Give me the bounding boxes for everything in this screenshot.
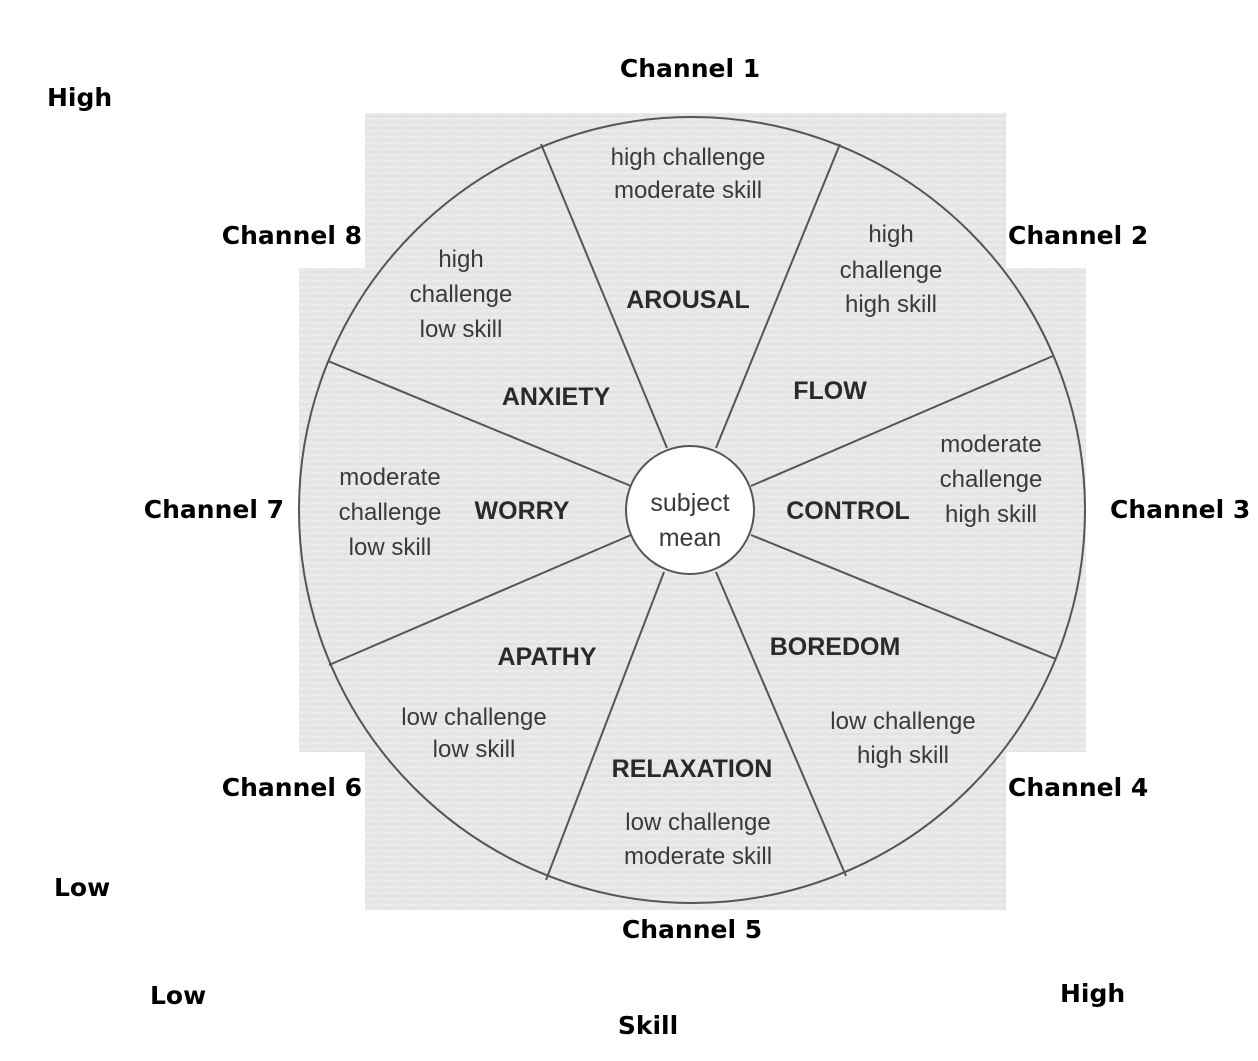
channel-4-label: Channel 4 [1008, 773, 1148, 802]
channel-3-label: Channel 3 [1110, 495, 1250, 524]
x-axis-low-label: Low [150, 981, 206, 1010]
state-relaxation: RELAXATION [612, 755, 773, 783]
state-worry: WORRY [475, 497, 570, 525]
desc-channel-7-line3: low skill [349, 534, 432, 561]
desc-channel-2-line3: high skill [845, 291, 937, 318]
y-axis-low-label: Low [54, 873, 110, 902]
desc-channel-3-line2: challenge [940, 466, 1043, 493]
desc-channel-5-line2: moderate skill [624, 843, 772, 870]
desc-channel-8-line2: challenge [410, 281, 513, 308]
sector-dividers [327, 143, 1057, 881]
desc-channel-5-line1: low challenge [625, 809, 770, 836]
desc-channel-3-line3: high skill [945, 501, 1037, 528]
sector-divider-5 [715, 571, 847, 877]
center-label-line2: mean [659, 524, 722, 552]
x-axis-high-label: High [1060, 979, 1125, 1008]
center-circle [625, 445, 755, 575]
state-anxiety: ANXIETY [502, 383, 611, 411]
desc-channel-4-line2: high skill [857, 742, 949, 769]
channel-1-label: Channel 1 [620, 54, 760, 83]
state-flow: FLOW [793, 377, 867, 405]
desc-channel-1-line1: high challenge [611, 144, 766, 171]
state-apathy: APATHY [497, 643, 596, 671]
sector-divider-4 [750, 534, 1057, 660]
desc-channel-1-line2: moderate skill [614, 177, 762, 204]
sector-divider-1 [540, 143, 668, 449]
desc-channel-2-line2: challenge [840, 257, 943, 284]
y-axis-high-label: High [47, 83, 112, 112]
sector-divider-7 [328, 534, 632, 666]
channel-6-label: Channel 6 [222, 773, 362, 802]
outer-circle [298, 116, 1086, 904]
desc-channel-6-line2: low skill [433, 736, 516, 763]
desc-channel-8-line3: low skill [420, 316, 503, 343]
desc-channel-7-line2: challenge [339, 499, 442, 526]
state-arousal: AROUSAL [626, 286, 750, 314]
sector-divider-6 [545, 571, 665, 881]
channel-5-label: Channel 5 [622, 915, 762, 944]
sector-divider-8 [327, 360, 632, 487]
x-axis-title: Skill [618, 1011, 678, 1040]
center-label-line1: subject [650, 489, 729, 517]
channel-8-label: Channel 8 [222, 221, 362, 250]
sector-divider-2 [715, 143, 841, 449]
state-control: CONTROL [786, 497, 910, 525]
desc-channel-8-line1: high [438, 246, 483, 273]
desc-channel-2-line1: high [868, 221, 913, 248]
desc-channel-4-line1: low challenge [830, 708, 975, 735]
channel-2-label: Channel 2 [1008, 221, 1148, 250]
sector-divider-3 [750, 355, 1054, 487]
channel-7-label: Channel 7 [144, 495, 284, 524]
desc-channel-3-line1: moderate [940, 431, 1041, 458]
state-boredom: BOREDOM [770, 633, 901, 661]
desc-channel-7-line1: moderate [339, 464, 440, 491]
desc-channel-6-line1: low challenge [401, 704, 546, 731]
